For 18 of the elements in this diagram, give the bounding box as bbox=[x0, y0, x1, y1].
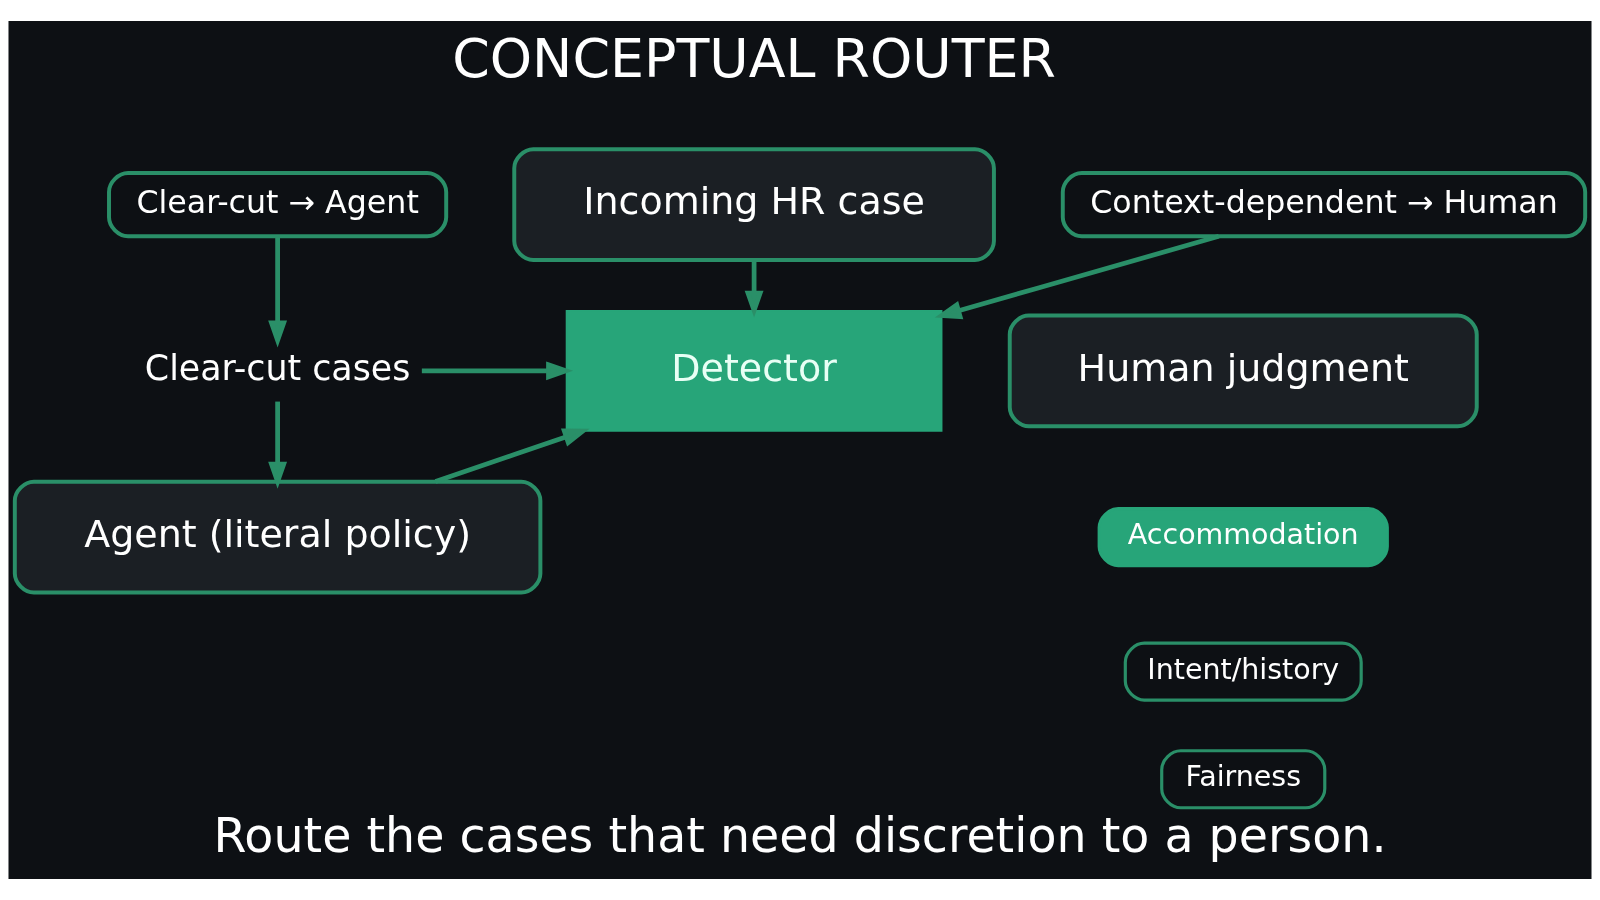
node-box: Incoming HR case bbox=[512, 147, 996, 263]
arrow bbox=[744, 260, 764, 318]
arrow bbox=[934, 234, 1220, 320]
arrow bbox=[268, 236, 288, 348]
node-box: Intent/history bbox=[1123, 641, 1363, 702]
caption: Route the cases that need discretion to a person. bbox=[213, 808, 1387, 864]
node-box: Context-dependent → Human bbox=[1060, 171, 1588, 239]
arrow bbox=[421, 361, 574, 381]
diagram-title: CONCEPTUAL ROUTER bbox=[452, 26, 1056, 90]
arrow bbox=[268, 401, 288, 489]
node-box: Agent (literal policy) bbox=[12, 479, 543, 595]
node-box: Human judgment bbox=[1007, 313, 1479, 429]
node-box: Accommodation bbox=[1097, 507, 1389, 568]
node-text: Clear-cut cases bbox=[144, 347, 411, 388]
arrow bbox=[434, 428, 590, 484]
node-box: Detector bbox=[565, 309, 943, 432]
node-box: Clear-cut → Agent bbox=[107, 171, 449, 239]
node-box: Fairness bbox=[1160, 749, 1327, 810]
